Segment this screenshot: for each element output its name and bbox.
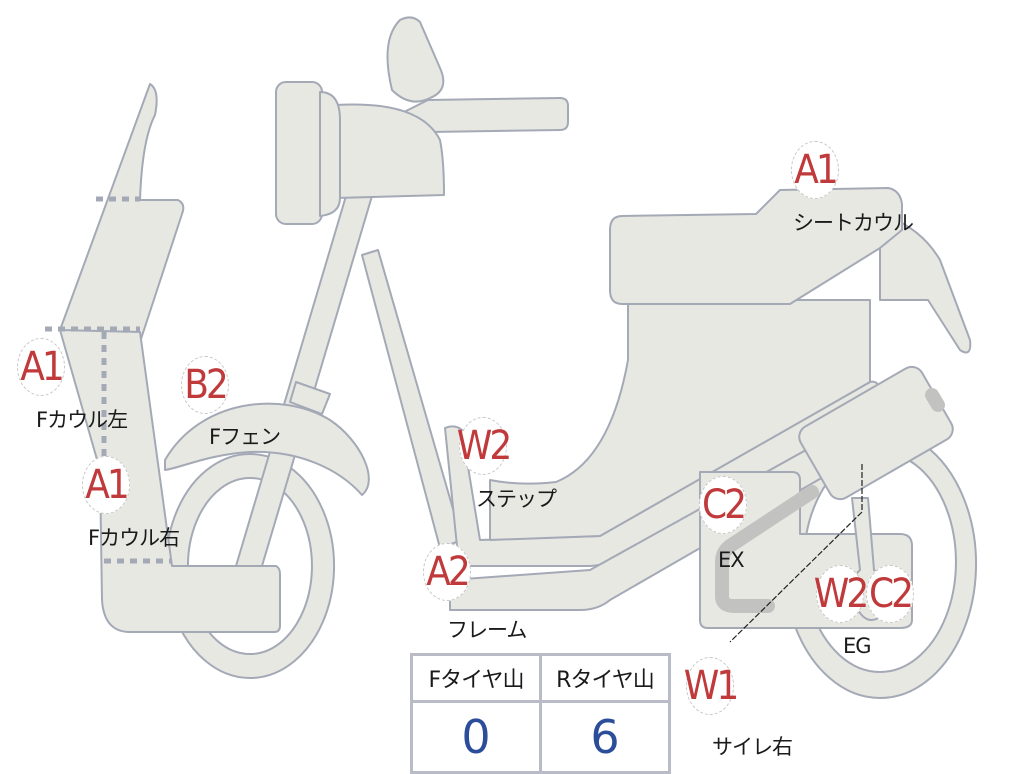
grade-badge-step[interactable]: W2 (457, 417, 512, 475)
label-f-cowl-left: Fカウル左 (36, 408, 128, 432)
front-cowl-lower[interactable] (59, 329, 281, 633)
grade-badge-seat-cowl[interactable]: A1 (791, 141, 839, 199)
headlight-ring[interactable] (319, 91, 341, 217)
exhaust-pipe (715, 485, 819, 613)
headlight-housing[interactable] (334, 103, 445, 199)
label-f-cowl-right: Fカウル右 (88, 526, 180, 550)
grade-badge-muffler-right[interactable]: W1 (684, 657, 739, 715)
seat-cowl[interactable] (879, 213, 972, 354)
value-rear-tire-tread: 6 (539, 700, 671, 774)
label-step: ステップ (476, 487, 557, 511)
label-f-fender: Fフェン (209, 425, 281, 449)
body-panel[interactable] (489, 299, 871, 541)
label-exhaust: EX (718, 548, 745, 572)
front-fender[interactable] (164, 402, 370, 496)
seat[interactable] (609, 187, 903, 305)
frame-downtube[interactable] (361, 249, 463, 549)
handlebar-grip[interactable] (371, 97, 569, 163)
header-front-tire-tread: Fタイヤ山 (410, 653, 542, 703)
grade-badge-f-cowl-right[interactable]: A1 (82, 456, 130, 514)
headlight-lens[interactable] (275, 81, 323, 225)
grade-badge-f-cowl-left[interactable]: A1 (17, 338, 65, 396)
grade-badge-frame[interactable]: A2 (423, 543, 471, 601)
mirror[interactable] (386, 16, 445, 103)
grade-badge-engine-w[interactable]: W2 (814, 565, 869, 623)
label-muffler-right: サイレ右 (712, 735, 793, 759)
grade-badge-f-fender[interactable]: B2 (181, 356, 229, 414)
label-seat-cowl: シートカウル (793, 211, 914, 235)
label-frame: フレーム (447, 618, 527, 642)
front-wheel[interactable] (165, 453, 336, 679)
value-front-tire-tread: 0 (410, 700, 542, 774)
tire-tread-table: Fタイヤ山 Rタイヤ山 0 6 (410, 653, 671, 774)
grade-badge-exhaust[interactable]: C2 (699, 476, 747, 534)
label-engine: EG (843, 634, 872, 658)
front-cowl[interactable] (59, 83, 185, 343)
grade-badge-engine-c[interactable]: C2 (866, 565, 914, 623)
header-rear-tire-tread: Rタイヤ山 (539, 653, 671, 703)
